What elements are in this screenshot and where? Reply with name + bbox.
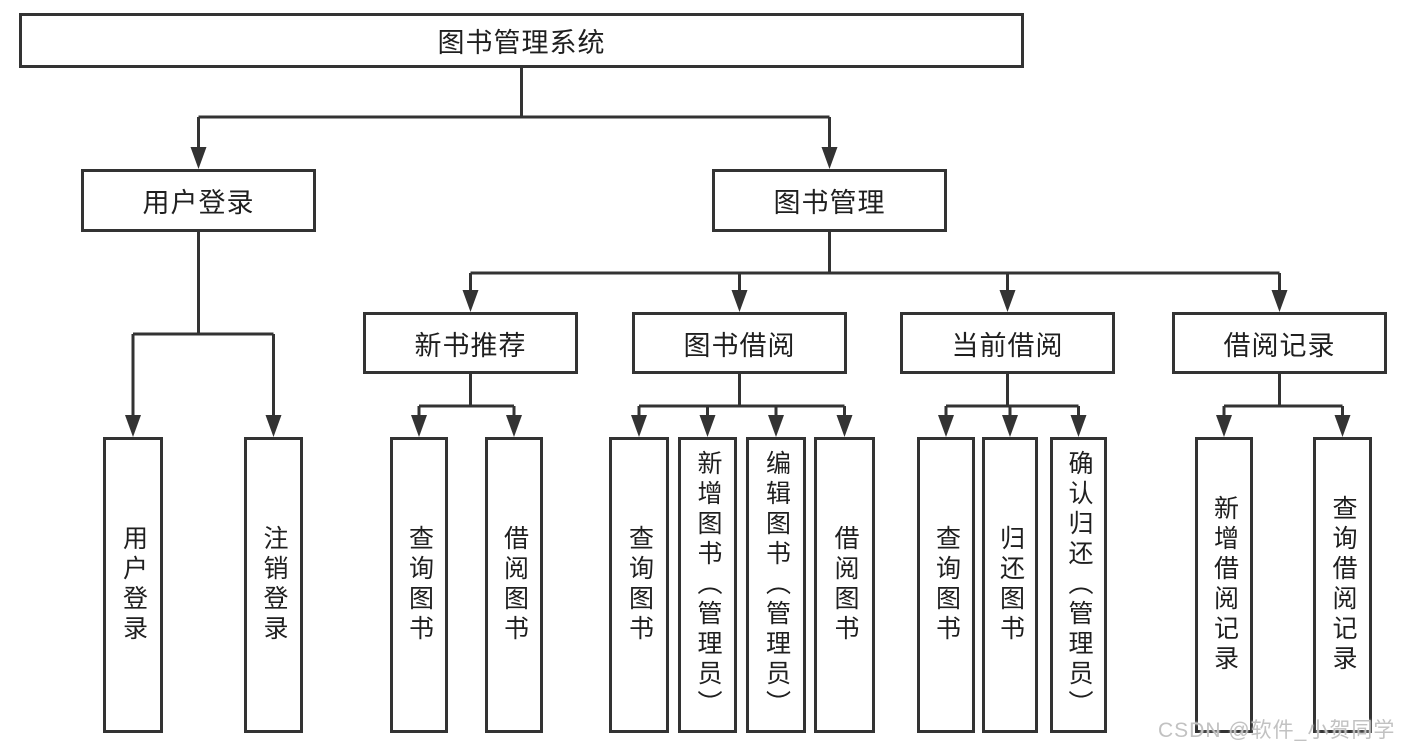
node-borrow-records: 借阅记录 [1172, 312, 1387, 374]
leaf-confirm-return-admin-label: 确认归还（管理员） [1065, 450, 1093, 720]
leaf-query-borrow-record-label: 查询借阅记录 [1329, 495, 1357, 675]
leaf-borrow-books-1: 借阅图书 [485, 437, 543, 733]
node-new-book-recommend-label: 新书推荐 [414, 330, 527, 361]
leaf-add-borrow-record: 新增借阅记录 [1195, 437, 1253, 733]
node-current-borrow: 当前借阅 [900, 312, 1115, 374]
node-root-label: 图书管理系统 [437, 28, 606, 58]
leaf-return-books-label: 归还图书 [996, 525, 1025, 645]
leaf-edit-books-admin: 编辑图书（管理员） [746, 437, 806, 733]
connector-shafts [131, 68, 1344, 420]
leaf-return-books: 归还图书 [982, 437, 1038, 733]
node-book-borrow-label: 图书借阅 [683, 330, 796, 361]
node-user-login-label: 用户登录 [142, 188, 255, 218]
arrowheads [125, 147, 1351, 437]
leaf-query-books-3-label: 查询图书 [932, 525, 961, 645]
node-book-management: 图书管理 [712, 169, 947, 232]
leaf-query-books-2-label: 查询图书 [625, 525, 654, 645]
leaf-query-books-2: 查询图书 [609, 437, 669, 733]
node-new-book-recommend: 新书推荐 [363, 312, 578, 374]
leaf-logout-label: 注销登录 [260, 525, 288, 645]
leaf-confirm-return-admin: 确认归还（管理员） [1050, 437, 1107, 733]
leaf-borrow-books-1-label: 借阅图书 [500, 525, 529, 645]
node-book-borrow: 图书借阅 [632, 312, 847, 374]
leaf-query-books-1: 查询图书 [390, 437, 448, 733]
leaf-edit-books-admin-label: 编辑图书（管理员） [762, 450, 791, 720]
leaf-query-books-1-label: 查询图书 [405, 525, 434, 645]
leaf-add-books-admin: 新增图书（管理员） [678, 437, 737, 733]
leaf-user-login-label: 用户登录 [119, 525, 148, 645]
node-root: 图书管理系统 [19, 13, 1024, 68]
leaf-query-books-3: 查询图书 [917, 437, 975, 733]
leaf-query-borrow-record: 查询借阅记录 [1313, 437, 1372, 733]
leaf-logout: 注销登录 [244, 437, 303, 733]
leaf-add-borrow-record-label: 新增借阅记录 [1210, 495, 1239, 675]
csdn-watermark: CSDN @软件_小贺同学 [1158, 719, 1396, 742]
leaf-borrow-books-2: 借阅图书 [814, 437, 875, 733]
node-user-login: 用户登录 [81, 169, 316, 232]
node-current-borrow-label: 当前借阅 [951, 330, 1064, 361]
node-borrow-records-label: 借阅记录 [1223, 330, 1336, 361]
leaf-add-books-admin-label: 新增图书（管理员） [694, 450, 722, 720]
leaf-borrow-books-2-label: 借阅图书 [831, 525, 859, 645]
node-book-management-label: 图书管理 [773, 188, 886, 218]
leaf-user-login: 用户登录 [103, 437, 163, 733]
